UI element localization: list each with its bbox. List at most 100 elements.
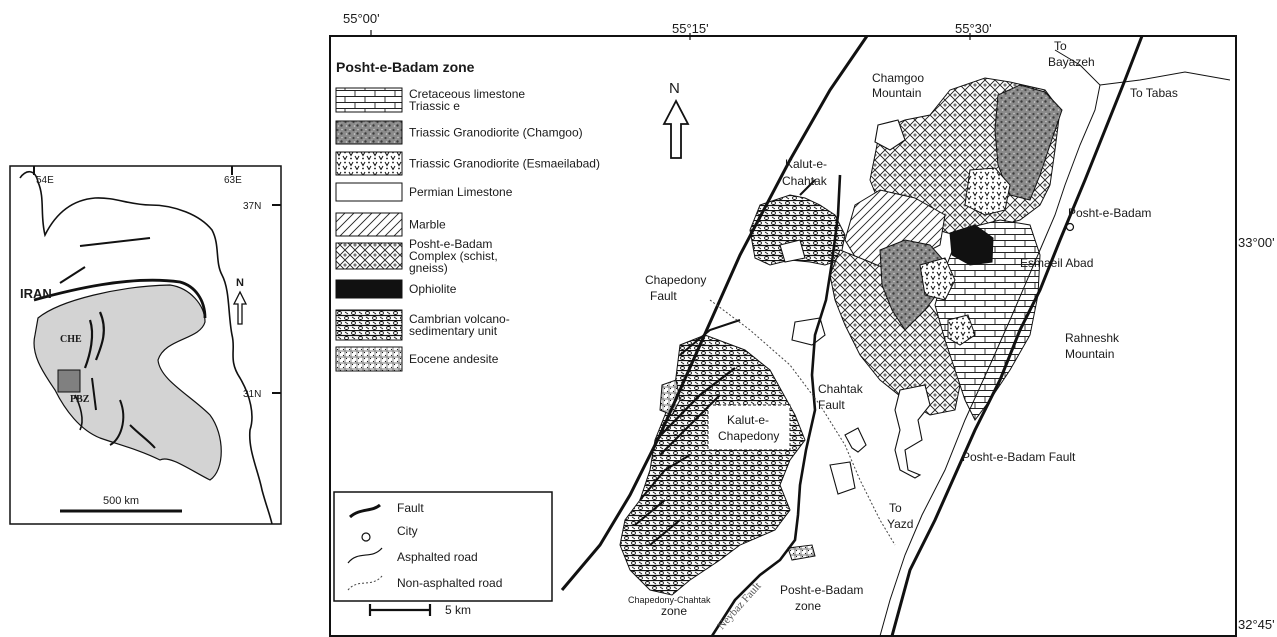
legend-swatch-cambrian bbox=[335, 309, 403, 341]
legend-label-cambrian: sedimentary unit bbox=[409, 324, 498, 338]
unit-gran-chamgoo-1 bbox=[994, 84, 1063, 201]
unit-ophiolite bbox=[949, 224, 994, 266]
city-symbol-icon bbox=[361, 532, 371, 542]
symbol-asphalted-label: Asphalted road bbox=[397, 550, 478, 564]
legend-label-marble: Marble bbox=[409, 218, 446, 232]
legend-swatch-marble bbox=[335, 212, 403, 237]
inset-border-north bbox=[33, 278, 207, 319]
inset-ticks bbox=[33, 166, 281, 394]
inset-lon-left: 54E bbox=[36, 175, 54, 186]
label-cc-zone-2: zone bbox=[661, 604, 687, 618]
iran-region bbox=[33, 284, 222, 481]
inset-north-arrow-icon bbox=[232, 290, 248, 325]
legend-label-permian: Permian Limestone bbox=[409, 185, 513, 199]
legend-label-eocene: Eocene andesite bbox=[409, 352, 499, 366]
inset-fault-6 bbox=[109, 399, 125, 446]
unit-permian-5 bbox=[844, 427, 867, 453]
inset-lon-right: 63E bbox=[224, 175, 242, 186]
label-posht-fault: Posht-e-Badam Fault bbox=[962, 450, 1076, 464]
label-pb-zone-2: zone bbox=[795, 599, 821, 613]
unit-eocene-2 bbox=[787, 544, 816, 561]
legend-label-ophiolite: Ophiolite bbox=[409, 282, 457, 296]
label-chapedony-fault-1: Chapedony bbox=[645, 273, 706, 287]
unit-permian-6 bbox=[779, 239, 806, 263]
splay-fault-2 bbox=[659, 394, 721, 456]
unit-gran-esmaeil-2 bbox=[919, 257, 956, 301]
inset-scale-label: 500 km bbox=[103, 495, 139, 507]
legend-swatch-gran_esmaeil bbox=[335, 151, 403, 176]
unit-permian-3 bbox=[791, 317, 826, 346]
road-asphalted-tabas bbox=[1099, 71, 1231, 86]
main-map: 55°00' 55°15' 55°30' 33°00' 32°45' bbox=[329, 11, 1275, 637]
legend-swatch-permian bbox=[335, 182, 403, 202]
legend-swatch-complex bbox=[335, 242, 403, 270]
lon-55-00: 55°00' bbox=[343, 11, 380, 26]
label-rahneshk-1: Rahneshk bbox=[1065, 331, 1120, 345]
lon-ticks bbox=[370, 30, 971, 40]
label-to-tabas: To Tabas bbox=[1130, 86, 1178, 100]
inset-north-label: N bbox=[236, 277, 244, 289]
splay-fault-1 bbox=[655, 367, 736, 441]
unit-permian-1 bbox=[894, 384, 931, 479]
legend-title: Posht-e-Badam zone bbox=[336, 59, 475, 75]
label-esmaeil-abad: Esmaeil Abad bbox=[1020, 256, 1093, 270]
label-cc-zone-1: Chapedony-Chahtak bbox=[628, 595, 711, 605]
kalut-chapedony-box bbox=[707, 404, 791, 451]
inset-lat-top: 37N bbox=[243, 201, 261, 212]
inset-fault-8 bbox=[74, 394, 83, 431]
label-to-yazd-1: To bbox=[889, 501, 902, 515]
inset-country-label: IRAN bbox=[20, 286, 52, 301]
label-chahtak-fault-1: Chahtak bbox=[818, 382, 864, 396]
asphalted-road-symbol-icon bbox=[347, 547, 383, 564]
road-asphalted-main bbox=[879, 49, 1101, 637]
inset-coastline bbox=[19, 170, 273, 525]
road-non-asphalted bbox=[709, 299, 896, 546]
splay-fault-3 bbox=[639, 454, 691, 501]
splay-fault-4 bbox=[634, 499, 666, 526]
unit-gran-esmaeil-3 bbox=[947, 314, 976, 346]
unit-permian-4 bbox=[829, 461, 856, 495]
legend-label-gran_chamgoo: Triassic Granodiorite (Chamgoo) bbox=[409, 126, 583, 140]
fault-symbol-icon bbox=[348, 503, 381, 519]
splay-fault-5 bbox=[649, 519, 681, 546]
splay-fault-6 bbox=[679, 319, 741, 356]
city-posht-e-badam-icon bbox=[1065, 222, 1075, 232]
north-label: N bbox=[669, 80, 680, 97]
symbol-city-label: City bbox=[397, 524, 418, 538]
fault-chahtak bbox=[710, 174, 842, 637]
lon-55-30: 55°30' bbox=[955, 21, 992, 36]
fault-chapedony bbox=[560, 35, 869, 591]
unit-permian-2 bbox=[874, 119, 906, 151]
label-kalut-chapedony-1: Kalut-e- bbox=[727, 413, 769, 427]
legend-swatch-eocene bbox=[335, 346, 403, 372]
label-to-bayazeh-1: To bbox=[1054, 39, 1067, 53]
splay-fault-7 bbox=[799, 179, 816, 196]
symbol-legend: Fault City Asphalted road Non-asphalted … bbox=[333, 491, 553, 602]
legend-label-gran_esmaeil: Triassic Granodiorite (Esmaeilabad) bbox=[409, 157, 600, 171]
legend: Posht-e-Badam zone Cretaceous limestoneT… bbox=[335, 59, 600, 372]
scale-label: 5 km bbox=[445, 603, 471, 617]
inset-fault-3 bbox=[83, 319, 94, 369]
label-chamgoo-2: Mountain bbox=[872, 86, 921, 100]
inset-pbz-label: PBZ bbox=[70, 394, 90, 405]
legend-swatch-cretaceous bbox=[335, 87, 403, 113]
legend-label-cretaceous: Triassic e bbox=[409, 99, 460, 113]
lat-33-00: 33°00' bbox=[1238, 235, 1275, 250]
unit-eocene-1 bbox=[659, 379, 681, 416]
inset-fault-5 bbox=[91, 377, 97, 411]
legend-label-complex: Posht-e-Badam bbox=[409, 237, 492, 251]
inset-lat-bottom: 31N bbox=[243, 389, 261, 400]
label-kalut-chahtak-1: Kalut-e- bbox=[785, 157, 827, 171]
scale-bar bbox=[368, 604, 432, 616]
lon-55-15: 55°15' bbox=[672, 21, 709, 36]
unit-cambrian-sw bbox=[619, 334, 806, 596]
legend-swatch-ophiolite bbox=[335, 279, 403, 299]
legend-label-cretaceous: Cretaceous limestone bbox=[409, 87, 525, 101]
unit-gran-esmaeil bbox=[964, 167, 1011, 216]
label-to-bayazeh-2: Bayazeh bbox=[1048, 55, 1095, 69]
inset-map: 54E 63E 37N 31N IRAN CHE PBZ N 500 km bbox=[9, 165, 282, 525]
label-chahtak-fault-2: Fault bbox=[818, 398, 845, 412]
label-to-yazd-2: Yazd bbox=[887, 517, 913, 531]
